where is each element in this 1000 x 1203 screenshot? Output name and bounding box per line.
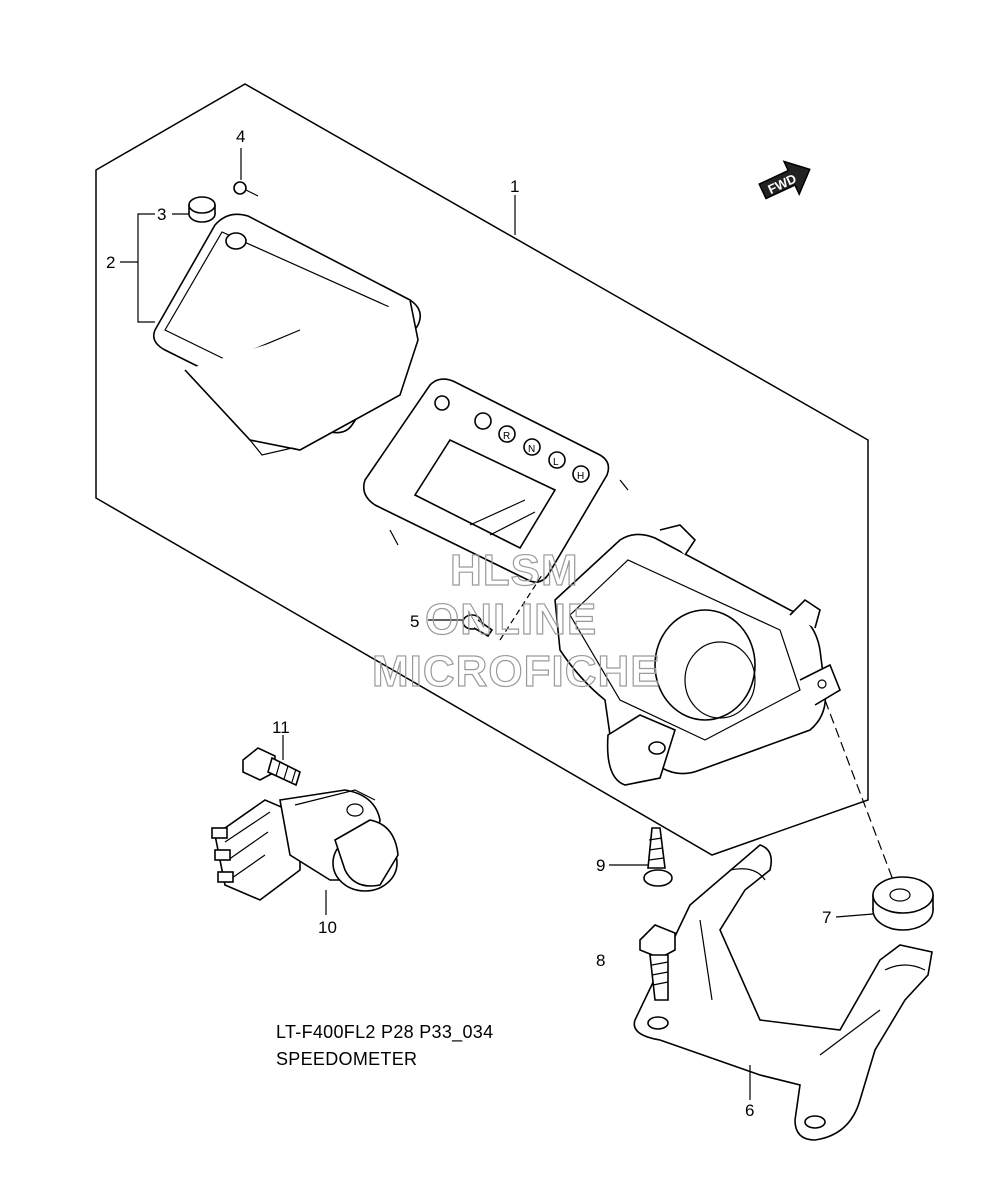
part-6-bracket — [633, 844, 933, 1141]
callout-9: 9 — [596, 856, 605, 875]
part-11-bolt — [242, 747, 301, 787]
watermark-line-2: ONLINE — [425, 595, 597, 644]
callout-10: 10 — [318, 918, 337, 937]
callout-2: 2 — [106, 253, 115, 272]
part-9-screw — [643, 827, 673, 887]
diagram-title: SPEEDOMETER — [276, 1049, 418, 1069]
indicator-l: L — [553, 457, 559, 468]
part-4-screw — [233, 181, 259, 197]
callout-8: 8 — [596, 951, 605, 970]
part-5-screw — [462, 614, 494, 638]
assembly-boundary — [95, 83, 869, 856]
callout-4: 4 — [236, 127, 245, 146]
callout-5: 5 — [410, 612, 419, 631]
watermark: HLSM ONLINE MICROFICHE — [371, 545, 661, 696]
watermark-line-3: MICROFICHE — [372, 647, 661, 696]
callout-11: 11 — [272, 718, 290, 737]
part-1-display-panel: R N L H — [362, 378, 629, 583]
part-2-lens-cover — [152, 213, 421, 456]
callout-6: 6 — [745, 1101, 754, 1120]
indicator-h: H — [577, 471, 584, 482]
fwd-label: FWD — [766, 171, 799, 197]
diagram-code: LT-F400FL2 P28 P33_034 — [276, 1022, 494, 1042]
part-1-housing — [554, 524, 841, 786]
callout-1: 1 — [510, 177, 519, 196]
callout-3: 3 — [157, 205, 166, 224]
part-8-bolt — [639, 924, 676, 1001]
watermark-line-1: HLSM — [450, 546, 579, 595]
indicator-r: R — [503, 431, 510, 442]
indicator-n: N — [528, 444, 535, 455]
part-10-speed-sensor — [211, 789, 399, 901]
leader-lines — [120, 148, 894, 1100]
part-7-grommet — [872, 876, 934, 931]
fwd-arrow-icon: FWD — [758, 160, 811, 200]
part-3-button — [188, 196, 216, 223]
callout-7: 7 — [822, 908, 831, 927]
